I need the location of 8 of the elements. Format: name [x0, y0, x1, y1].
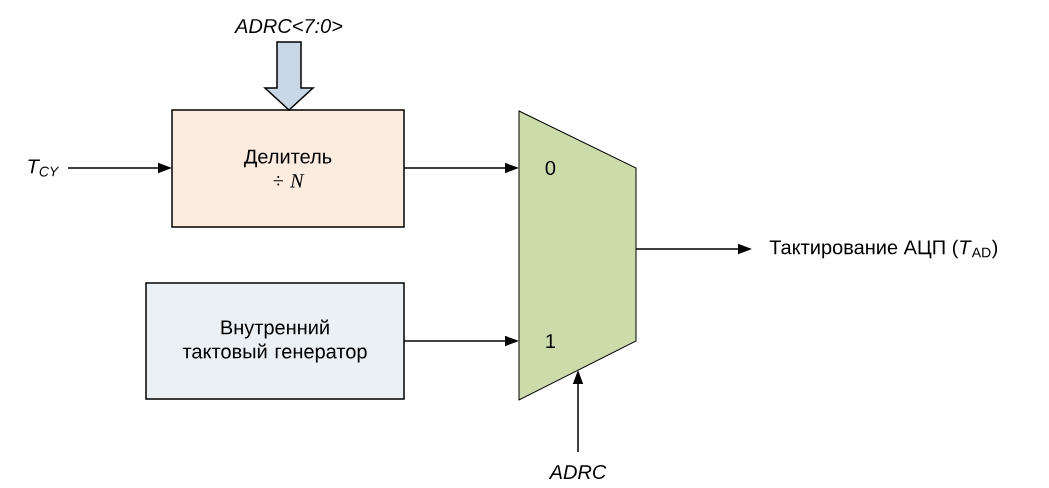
signal-label: Тактирование АЦП (T$_{AD}$) [769, 239, 998, 259]
multiplexer: 0 1 [518, 110, 637, 401]
signal-label: T$_{CY}$ [28, 159, 60, 177]
signal-label: ADRC<7:0> [234, 18, 343, 34]
process-box: Внутренний тактовый генератор [145, 282, 405, 400]
process-box: Делитель ÷ N [171, 109, 405, 228]
signal-label: ADRC [548, 464, 607, 480]
block-arrow [263, 41, 315, 111]
